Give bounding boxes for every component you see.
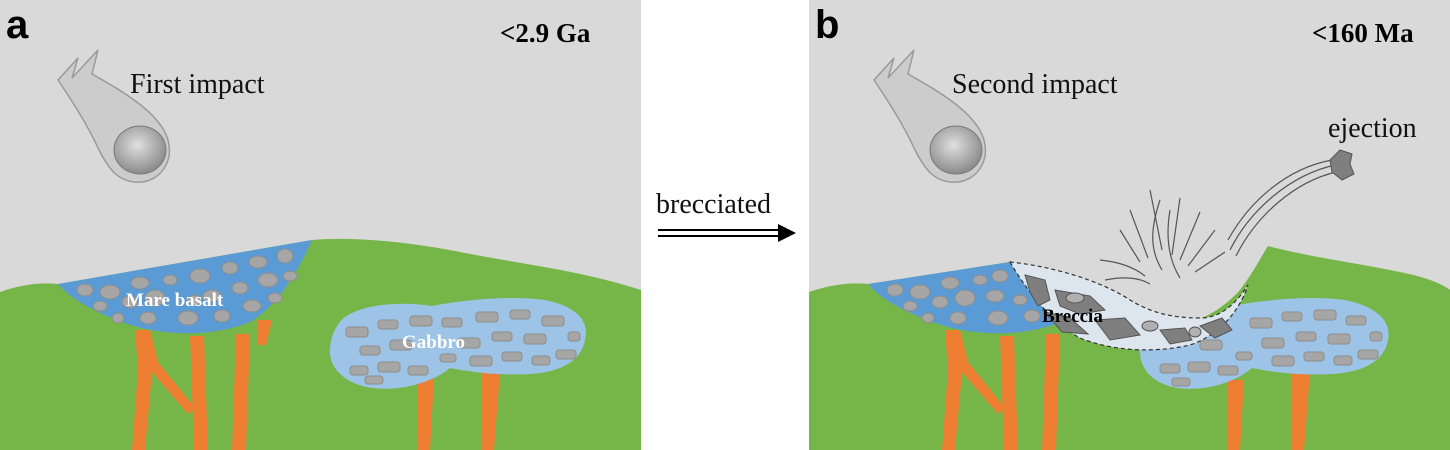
meteorite-icon — [873, 49, 987, 183]
meteorite-icon — [57, 49, 171, 183]
impact-spray — [1099, 189, 1226, 285]
double-arrow-icon — [658, 224, 796, 242]
panel-b: b <160 Ma Second impact ejection Breccia — [809, 0, 1450, 450]
gabbro-crystals-b — [1159, 309, 1383, 387]
breccia-label: Breccia — [1042, 306, 1103, 327]
transition-arrow: brecciated — [656, 189, 796, 242]
ejecta-fragment-icon — [1329, 149, 1355, 181]
panel-letter: a — [6, 3, 29, 47]
feeder-dikes-a — [132, 320, 500, 450]
impact-caption: First impact — [130, 69, 265, 100]
age-label: <2.9 Ga — [500, 18, 591, 48]
ejection-label: ejection — [1328, 113, 1417, 144]
mare-basalt-label: Mare basalt — [126, 290, 224, 311]
ejection-trail — [1227, 159, 1337, 257]
basalt-clasts-a — [76, 248, 298, 326]
arrow-label: brecciated — [656, 189, 771, 220]
feeder-dikes-b — [942, 330, 1310, 450]
impact-caption: Second impact — [952, 69, 1118, 100]
gabbro-crystals-a — [345, 309, 581, 385]
gabbro-label: Gabbro — [402, 332, 465, 353]
panel-letter: b — [815, 3, 839, 47]
breccia-clasts — [1024, 274, 1233, 345]
age-label: <160 Ma — [1312, 18, 1414, 48]
panel-a: a <2.9 Ga First impact Mare basalt Gabbr… — [0, 0, 641, 450]
basalt-clasts-b — [886, 269, 1041, 326]
